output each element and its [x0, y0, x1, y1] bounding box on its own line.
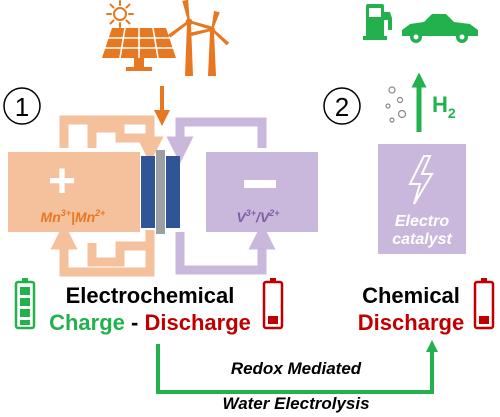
step-2-circle: [323, 87, 361, 125]
redox-line-1: Redox Mediated: [231, 359, 362, 378]
positive-sign: +: [48, 155, 76, 208]
redox-connector-arrow: [156, 340, 438, 394]
positive-redox-couple: Mn3+|Mn2+: [41, 208, 107, 225]
step-2-number: 2: [335, 92, 349, 122]
battery-low-icon: [262, 278, 284, 330]
redox-line-2: Water Electrolysis: [222, 394, 369, 413]
chemical-label: Chemical: [362, 283, 460, 308]
catalyst-line-1: Electro: [395, 213, 449, 230]
positive-flow-loop: [50, 115, 164, 277]
catalyst-line-2: catalyst: [392, 231, 452, 248]
electrochemical-label: Electrochemical: [66, 283, 235, 308]
negative-flow-loop: [166, 117, 276, 275]
electrode-left: [141, 156, 155, 228]
lightning-icon: [408, 155, 434, 205]
car-icon: [402, 14, 478, 43]
negative-redox-couple: V3+/V2+: [236, 208, 280, 225]
step-1-number: 1: [15, 92, 29, 122]
wind-turbine-icon: [167, 0, 214, 76]
fuel-pump-icon: [363, 4, 392, 40]
electrode-right: [166, 156, 180, 228]
bubbles-icon: [385, 86, 407, 123]
hydrogen-label: H2: [432, 92, 456, 121]
negative-electrolyte-tank: [206, 152, 318, 232]
sun-icon: [106, 0, 134, 28]
step-1-circle: [3, 87, 41, 125]
charge-discharge-label: Charge - Discharge: [49, 310, 251, 335]
battery-low-icon: [473, 278, 495, 330]
positive-electrolyte-tank: [8, 152, 140, 232]
chemical-discharge-label: Discharge: [358, 310, 464, 335]
electrocatalyst-box: [378, 144, 466, 254]
membrane: [156, 150, 165, 234]
battery-full-icon: [14, 278, 36, 330]
wind-turbine-icon: [190, 10, 230, 76]
solar-panel-icon: [102, 27, 176, 71]
negative-sign: [244, 180, 276, 188]
